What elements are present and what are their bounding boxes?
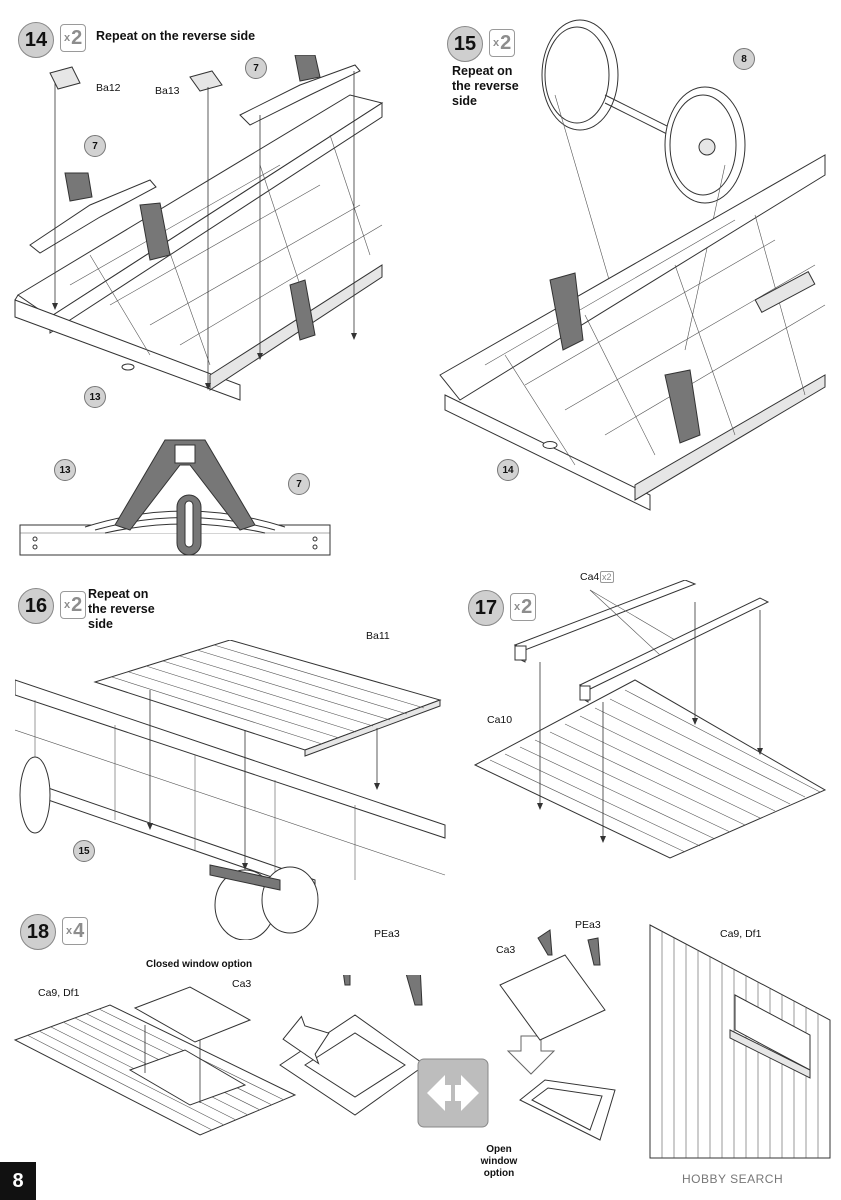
step-16-floor-drawing	[15, 640, 446, 940]
step-15-multiplier-value: 2	[500, 31, 512, 54]
callout-7-b: 7	[84, 135, 106, 157]
page-number: 8	[0, 1162, 36, 1200]
step-15-wheelset-chassis-drawing	[439, 19, 826, 511]
callout-7-detail: 7	[288, 473, 310, 495]
part-ba13-label: Ba13	[155, 85, 180, 97]
callout-8: 8	[733, 48, 755, 70]
step-18-multiplier-value: 4	[73, 919, 85, 942]
callout-13: 13	[84, 386, 106, 408]
part-ca10-label: Ca10	[487, 714, 513, 726]
part-ba11-label: Ba11	[366, 630, 390, 642]
part-ca9-df1-right-label: Ca9, Df1	[720, 928, 762, 940]
step-15-note: Repeat on the reverse side	[452, 64, 519, 108]
open-window-option-label: Open window option	[480, 1144, 518, 1179]
step-17-multiplier-value: 2	[521, 595, 533, 618]
callout-14: 14	[497, 459, 519, 481]
callout-13-detail: 13	[54, 459, 76, 481]
step-16-multiplier-value: 2	[71, 593, 83, 616]
step-14-number: 14	[18, 22, 54, 58]
reverse-side-icon	[417, 1058, 489, 1128]
step-17-number: 17	[468, 590, 504, 626]
callout-15: 15	[73, 840, 95, 862]
step-16-number: 16	[18, 588, 54, 624]
part-ba12-label: Ba12	[96, 82, 121, 94]
part-ca4-multiplier: x2	[600, 571, 614, 583]
step-14-multiplier-value: 2	[71, 26, 83, 49]
part-pea3-left-label: PEa3	[374, 928, 400, 940]
part-ca3-left-label: Ca3	[232, 978, 252, 990]
step-15-number: 15	[447, 26, 483, 62]
callout-7-a: 7	[245, 57, 267, 79]
part-ca3-right-label: Ca3	[496, 944, 516, 956]
step-18-closed-window-drawing	[13, 975, 426, 1136]
step-18-open-window-drawing	[499, 924, 831, 1159]
part-pea3-right-label: PEa3	[575, 919, 601, 931]
step-17-beam-floor-drawing	[473, 580, 827, 859]
watermark: HOBBY SEARCH	[682, 1172, 784, 1186]
step-16-note: Repeat on the reverse side	[88, 587, 155, 631]
step-14-chassis-drawing	[14, 55, 384, 401]
step-18-number: 18	[20, 914, 56, 950]
step-14-detail-drawing	[19, 439, 331, 556]
part-ca4-label: Ca4	[580, 571, 600, 583]
step-14-note: Repeat on the reverse side	[96, 29, 256, 43]
closed-window-option-label: Closed window option	[146, 959, 253, 970]
part-ca9-df1-left-label: Ca9, Df1	[38, 987, 80, 999]
